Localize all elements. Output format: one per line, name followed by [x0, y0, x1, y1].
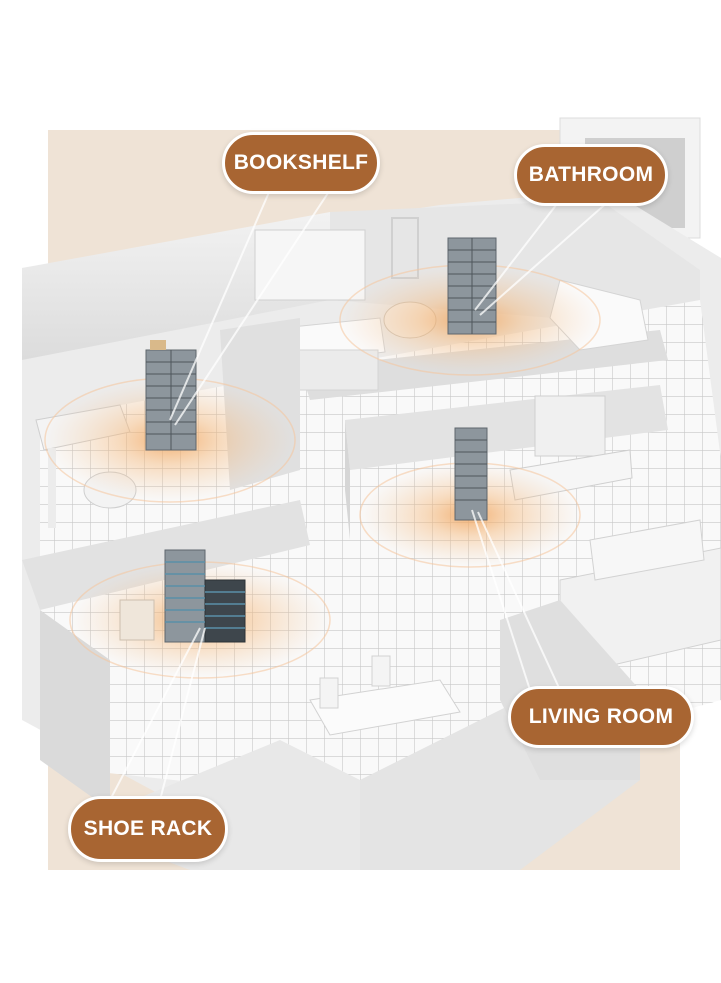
dining-chair-1	[319, 677, 339, 709]
mirror-cabinet	[254, 229, 366, 301]
television	[534, 395, 606, 457]
bathroom-callout: BATHROOM	[514, 144, 668, 206]
bottom-white-margin	[0, 870, 721, 983]
bookshelf-callout: BOOKSHELF	[222, 132, 380, 194]
back-wall-left	[22, 212, 330, 360]
living-room-callout: LIVING ROOM	[508, 686, 694, 748]
dining-chair-2	[371, 655, 391, 687]
bookshelf-pointer	[169, 189, 331, 426]
shoe-rack-icon	[119, 549, 246, 643]
living-room-rack-icon	[454, 427, 488, 521]
shoe-rack-pointer	[109, 627, 206, 801]
shoe-rack-callout: SHOE RACK	[68, 796, 228, 862]
desk-leg	[48, 448, 56, 528]
living-room-pointer	[471, 509, 561, 691]
bathroom-rack-icon	[447, 237, 497, 335]
top-white-margin	[0, 0, 721, 110]
bookshelf-rack-icon	[145, 340, 197, 451]
bathroom-pointer	[474, 199, 611, 316]
living-partition-front	[345, 420, 350, 540]
front-left-room-wall	[40, 610, 110, 810]
dining-table	[309, 679, 461, 736]
coffee-table	[589, 519, 705, 581]
